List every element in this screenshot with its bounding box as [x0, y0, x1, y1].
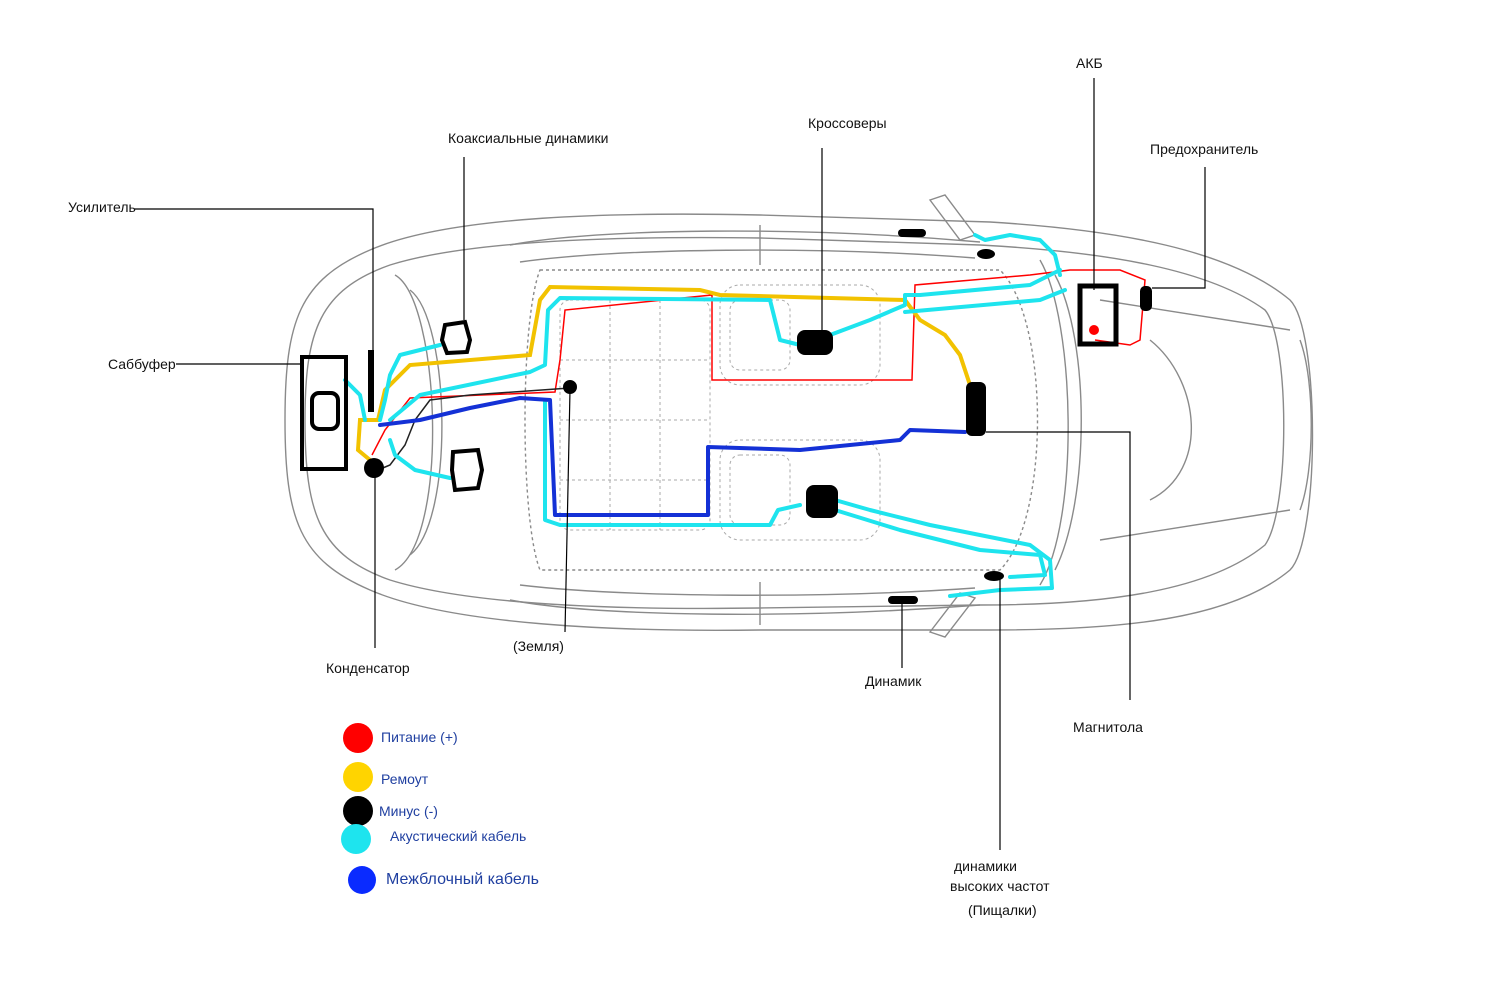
label-amplifier: Усилитель [68, 199, 136, 215]
door-speaker-top [898, 229, 926, 237]
remote-wire [355, 284, 972, 462]
head-unit [966, 382, 986, 436]
label-speaker: Динамик [865, 673, 922, 689]
label-coaxial-speakers: Коаксиальные динамики [448, 130, 609, 146]
legend-dot-ground [343, 796, 373, 826]
leader-lines [135, 78, 1206, 850]
battery [1077, 283, 1119, 347]
fuse [1140, 286, 1152, 311]
label-battery: АКБ [1076, 55, 1103, 71]
label-tweeters-line3: (Пищалки) [968, 902, 1037, 918]
label-ground: (Земля) [513, 638, 564, 654]
label-crossovers: Кроссоверы [808, 115, 887, 131]
legend-dot-remote [343, 762, 373, 792]
ground-point [563, 380, 577, 394]
legend-label-power: Питание (+) [381, 729, 458, 745]
legend-label-remote: Ремоут [381, 771, 429, 787]
legend-label-ground: Минус (-) [379, 803, 438, 819]
tweeter-bottom [984, 571, 1004, 581]
interconnect-wire [378, 396, 967, 517]
subwoofer [300, 355, 348, 471]
legend-dot-power [343, 723, 373, 753]
label-capacitor: Конденсатор [326, 660, 410, 676]
legend-dot-interconnect [348, 866, 376, 894]
crossover-right [806, 485, 838, 518]
label-tweeters-line2: высоких частот [950, 878, 1050, 894]
label-tweeters-line1: динамики [954, 858, 1017, 874]
legend-label-interconnect: Межблочный кабель [386, 871, 539, 888]
crossover-left [797, 330, 833, 355]
door-speaker-bottom [888, 596, 918, 604]
coaxial-speaker-rear-left [439, 319, 473, 356]
coaxial-speaker-rear-right [449, 447, 485, 493]
label-fuse: Предохранитель [1150, 141, 1259, 157]
legend-dot-acoustic [341, 824, 371, 854]
tweeter-top [977, 249, 995, 259]
acoustic-wire [343, 233, 1067, 598]
label-head-unit: Магнитола [1073, 719, 1143, 735]
amplifier [368, 350, 374, 412]
label-subwoofer: Саббуфер [108, 356, 176, 372]
legend-label-acoustic: Акустический кабель [390, 828, 527, 844]
capacitor [364, 458, 384, 478]
